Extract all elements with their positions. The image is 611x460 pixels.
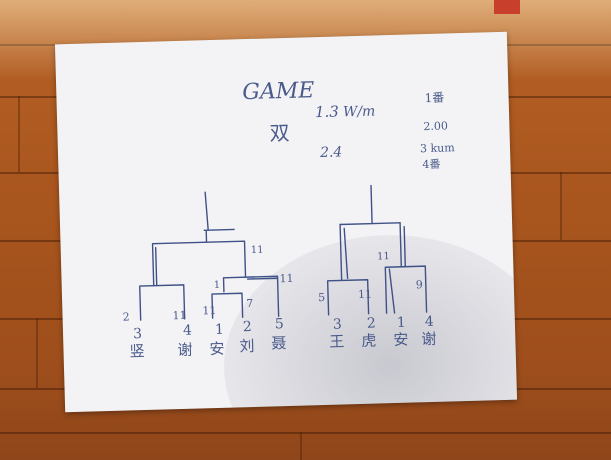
side-note: 2.00 <box>423 119 448 133</box>
score-label: 5 <box>318 291 325 304</box>
floor-seam <box>300 432 302 460</box>
floor-seam <box>18 96 20 172</box>
team-seed: 2 <box>367 316 376 332</box>
team-name: 安 <box>393 331 409 349</box>
score-label: 11 <box>251 245 264 256</box>
floor-seam <box>0 432 611 434</box>
score-label: 11 <box>377 251 390 262</box>
score-label: 11 <box>172 309 186 322</box>
floor-seam <box>560 172 562 240</box>
note-doubles: 双 <box>269 121 290 146</box>
team-seed: 3 <box>333 316 342 332</box>
side-note: 4番 <box>422 158 440 171</box>
team-name: 竖 <box>129 342 145 360</box>
right-bracket-lines <box>326 184 428 316</box>
floor-seam <box>36 318 38 388</box>
team-seed: 2 <box>243 319 252 335</box>
side-note: 3 kum <box>420 141 456 155</box>
score-label: 1 <box>214 280 221 291</box>
team-seed: 5 <box>275 316 284 332</box>
note-match-1-suffix: W/m <box>343 103 376 120</box>
left-bracket-lines <box>139 191 280 321</box>
team-seed: 4 <box>425 314 434 330</box>
score-label: 9 <box>416 278 423 291</box>
side-note: 1番 <box>424 91 444 106</box>
team-name: 王 <box>329 332 345 350</box>
score-label: 11 <box>358 288 372 301</box>
team-seed: 3 <box>133 326 142 342</box>
team-name: 聂 <box>271 334 287 352</box>
sheet-title: GAME <box>242 78 315 105</box>
team-seed: 1 <box>397 315 406 331</box>
team-name: 谢 <box>421 330 437 348</box>
score-label: 2 <box>122 310 129 323</box>
team-seed: 4 <box>183 323 192 339</box>
score-label: 11 <box>202 304 216 317</box>
note-match-1: 1.3 <box>315 102 339 121</box>
team-name: 刘 <box>239 337 255 355</box>
red-tag <box>494 0 520 14</box>
score-label: 7 <box>246 297 253 310</box>
team-name: 安 <box>209 340 225 358</box>
team-name: 虎 <box>361 332 377 350</box>
note-match-2: 2.4 <box>319 144 343 161</box>
team-seed: 1 <box>215 322 224 338</box>
team-name: 谢 <box>177 341 193 359</box>
score-label: 11 <box>279 272 293 285</box>
